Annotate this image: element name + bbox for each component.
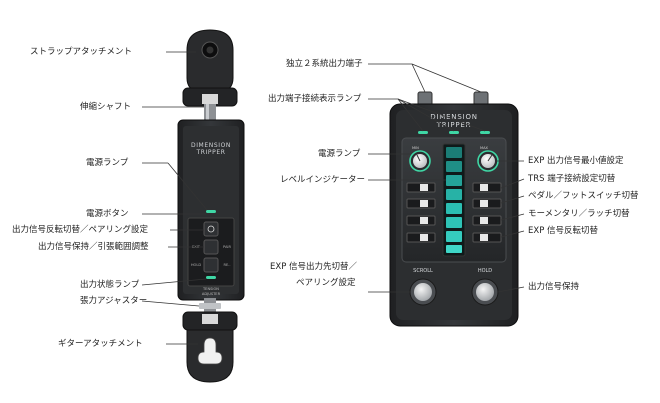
knob-label-min-l: MIN bbox=[412, 146, 419, 150]
callout-power-button: 電源ボタン bbox=[86, 209, 129, 219]
left-brand-line1: DIMENSION bbox=[191, 142, 231, 149]
callout-strap-attachment: ストラップアタッチメント bbox=[30, 47, 133, 57]
footswitch-label-scroll: SCROLL bbox=[413, 268, 433, 274]
right-switch-column bbox=[472, 182, 502, 243]
out-lamp-c bbox=[480, 131, 490, 134]
callout-status-lamp: 出力状態ランプ bbox=[80, 280, 140, 290]
callout-exp-invert: EXP 信号反転切替 bbox=[528, 226, 599, 236]
left-brand-line2: TRIPPER bbox=[196, 149, 226, 156]
callout-invert-pair: 出力信号反転切替／ペアリング設定 bbox=[12, 225, 149, 235]
tension-adjuster bbox=[199, 298, 221, 312]
left-btn-label-4: RE.. bbox=[223, 263, 230, 267]
invert-pair-button[interactable] bbox=[203, 239, 219, 255]
callout-mom-latch: モーメンタリ／ラッチ切替 bbox=[528, 209, 630, 219]
callout-trs: TRS 端子接続設定切替 bbox=[528, 174, 616, 184]
hold-range-button[interactable] bbox=[203, 257, 219, 273]
guitar-attachment bbox=[182, 311, 238, 383]
right-brand-line2: TRIPPER bbox=[436, 121, 472, 129]
left-bottom-label-1: TENSION bbox=[202, 287, 219, 291]
out-lamp-b bbox=[449, 131, 459, 134]
footswitch-label-hold: HOLD bbox=[478, 268, 492, 274]
callout-exp-dest-line2: ペアリング設定 bbox=[296, 278, 356, 288]
callout-guitar-attachment: ギターアタッチメント bbox=[58, 339, 143, 349]
right-brand-line1: DIMENSION bbox=[430, 113, 478, 121]
level-segments bbox=[446, 147, 462, 253]
callout-left-power-lamp: 電源ランプ bbox=[86, 158, 129, 168]
callout-level-indicator: レベルインジケーター bbox=[280, 175, 366, 185]
callout-exp-min: EXP 出力信号最小値設定 bbox=[528, 156, 624, 166]
telescopic-shaft bbox=[204, 104, 216, 122]
left-status-lamp bbox=[206, 276, 216, 279]
callout-hold: 出力信号保持 bbox=[528, 282, 580, 292]
left-bottom-label-2: ADJUSTER bbox=[202, 292, 221, 296]
left-switch-column bbox=[406, 182, 436, 243]
callout-telescopic-shaft: 伸縮シャフト bbox=[80, 102, 132, 112]
right-device-body: DIMENSION TRIPPER MIN MAX bbox=[389, 91, 519, 327]
strap-attachment bbox=[182, 29, 238, 107]
knob-label-max-r: MAX bbox=[480, 146, 489, 150]
callout-tension-adjuster: 張力アジャスター bbox=[80, 296, 148, 306]
leader-lines bbox=[141, 51, 525, 345]
left-power-lamp bbox=[206, 210, 216, 213]
callout-right-power-lamp: 電源ランプ bbox=[318, 149, 361, 159]
left-btn-label-2: PAIR bbox=[223, 245, 231, 249]
callout-output-lamp: 出力端子接続表示ランプ bbox=[268, 94, 362, 104]
power-button[interactable] bbox=[203, 221, 219, 237]
callout-exp-dest-line1: EXP 信号出力先切替／ bbox=[270, 262, 358, 272]
out-lamp-a bbox=[418, 131, 428, 134]
callout-dual-output: 独立２系統出力端子 bbox=[286, 59, 363, 69]
left-btn-label-3: HOLD bbox=[191, 263, 202, 267]
callout-pedal-foot: ペダル／フットスイッチ切替 bbox=[528, 191, 639, 201]
callout-hold-range: 出力信号保持／引張範囲調整 bbox=[38, 242, 149, 252]
left-device-body: DIMENSION TRIPPER EXIT PAIR HOLD RE.. TE… bbox=[177, 119, 245, 301]
